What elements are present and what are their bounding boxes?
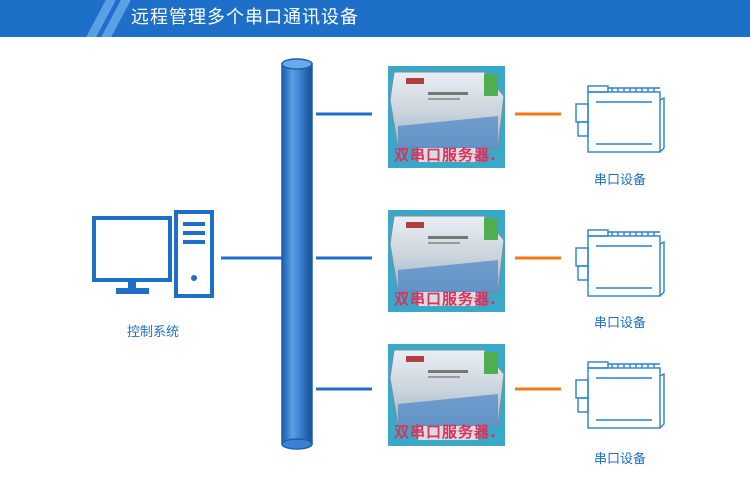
server-caption: 双串口服务器.: [394, 146, 497, 164]
device-label: 串口设备: [594, 316, 647, 331]
computer-icon: [92, 210, 214, 298]
server-caption: 双串口服务器.: [394, 423, 497, 441]
device-label: 串口设备: [594, 173, 647, 188]
serial-device-icon: [575, 229, 665, 297]
serial-server-2: [388, 210, 505, 312]
serial-device-icon: [575, 361, 665, 429]
control-system-label: 控制系统: [127, 325, 180, 340]
network-bus-pipe: [281, 58, 313, 450]
title-banner: 远程管理多个串口通讯设备: [0, 0, 750, 37]
device-label: 串口设备: [594, 452, 647, 467]
server-caption: 双串口服务器.: [394, 290, 497, 308]
serial-device-icon: [575, 85, 665, 153]
serial-server-1: [388, 66, 505, 168]
page-title: 远程管理多个串口通讯设备: [131, 7, 359, 28]
serial-server-3: [388, 344, 505, 446]
